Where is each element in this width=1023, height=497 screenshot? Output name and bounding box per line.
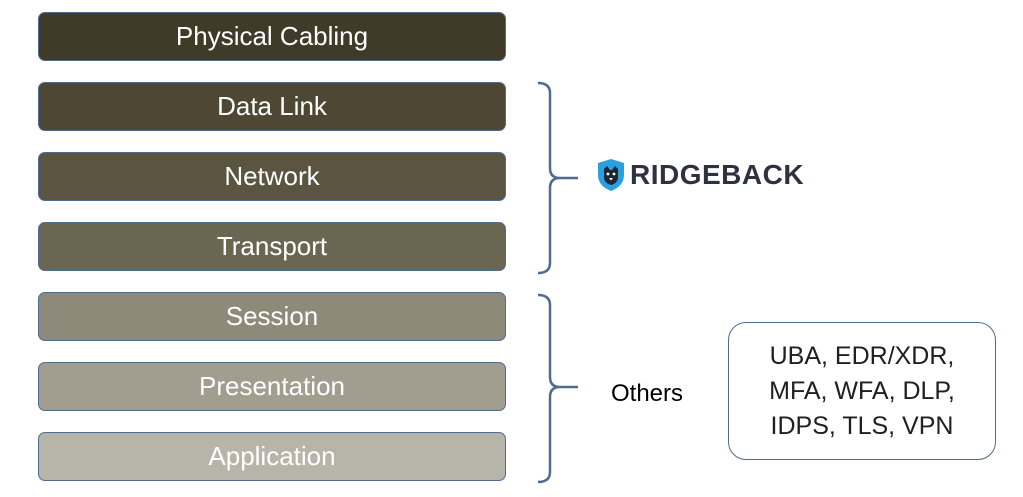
osi-layer-session: Session	[38, 292, 506, 341]
ridgeback-brace	[537, 81, 578, 275]
layer-label: Application	[208, 441, 336, 471]
others-brace	[537, 293, 578, 484]
tools-line: IDPS, TLS, VPN	[770, 411, 954, 440]
osi-layer-application: Application	[38, 432, 506, 481]
osi-layer-transport: Transport	[38, 222, 506, 271]
osi-layer-presentation: Presentation	[38, 362, 506, 411]
logo-wordmark: RIDGEBACK	[630, 159, 805, 190]
layer-label: Transport	[216, 231, 328, 261]
tools-line: UBA, EDR/XDR,	[769, 341, 955, 370]
ridgeback-logo: RIDGEBACK	[596, 158, 804, 192]
layer-label: Physical Cabling	[175, 21, 369, 51]
other-tools-box: UBA, EDR/XDR, MFA, WFA, DLP, IDPS, TLS, …	[728, 322, 996, 460]
osi-layer-data-link: Data Link	[38, 82, 506, 131]
osi-layer-physical-cabling: Physical Cabling	[38, 12, 506, 61]
layer-label: Presentation	[199, 371, 345, 401]
others-label: Others	[611, 380, 684, 407]
osi-layer-network: Network	[38, 152, 506, 201]
layer-label: Session	[225, 301, 319, 331]
layer-label: Data Link	[217, 91, 327, 121]
tools-line: MFA, WFA, DLP,	[769, 376, 955, 405]
shield-dog-icon	[598, 159, 624, 191]
layer-label: Network	[224, 161, 320, 191]
